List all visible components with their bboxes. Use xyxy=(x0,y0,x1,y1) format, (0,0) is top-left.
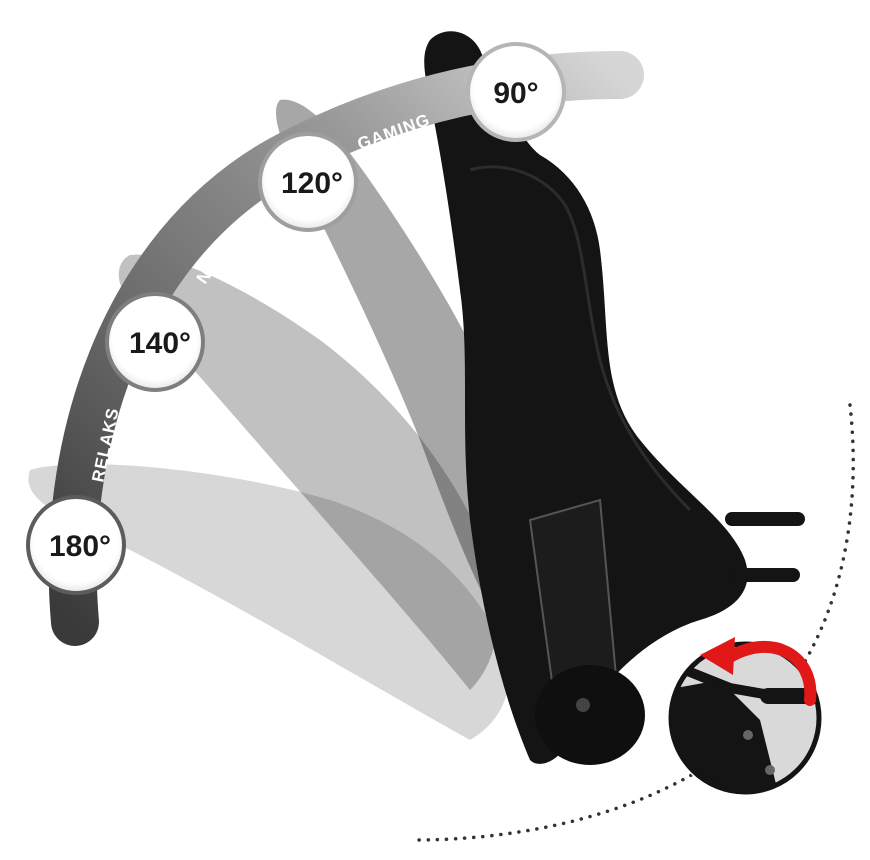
dotted-guide xyxy=(413,403,855,842)
svg-text:90°: 90° xyxy=(493,77,538,110)
chair-upright xyxy=(424,31,805,765)
chair-ghost-140 xyxy=(118,254,499,690)
angle-marker-120: 120° xyxy=(258,132,358,232)
recline-lever-detail xyxy=(667,640,823,796)
chair-ghost-120 xyxy=(275,99,529,640)
svg-text:120°: 120° xyxy=(281,167,343,200)
angle-marker-90: 90° xyxy=(466,42,566,142)
angle-marker-140: 140° xyxy=(105,292,205,392)
svg-text:140°: 140° xyxy=(129,327,191,360)
svg-text:180°: 180° xyxy=(49,530,111,563)
rotation-arrow-icon xyxy=(700,637,817,706)
chair-ghost-180 xyxy=(28,464,509,740)
angle-marker-180: 180° xyxy=(26,495,126,595)
